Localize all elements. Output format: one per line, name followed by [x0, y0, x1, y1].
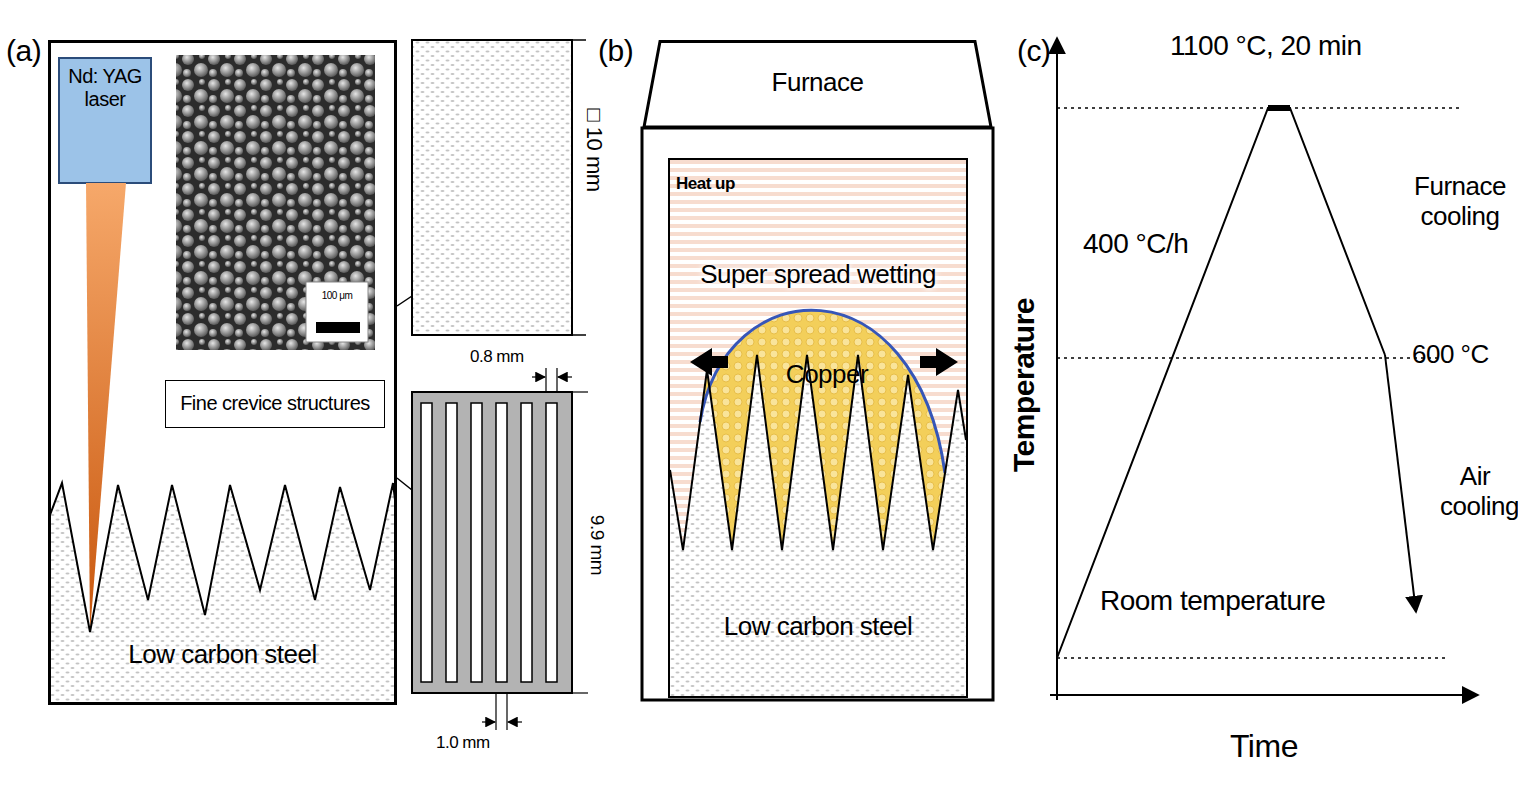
- leader-line: [397, 296, 412, 306]
- node-text: Low carbon steel: [670, 612, 966, 642]
- scale-bar: [316, 322, 360, 333]
- stage-label: Heat up: [676, 174, 796, 194]
- annotation: 1100 °C, 20 min: [1170, 30, 1362, 62]
- axis-title: Time: [1230, 728, 1298, 765]
- laser-beam: [86, 183, 126, 632]
- annotation: Air cooling: [1440, 462, 1510, 522]
- laser-box: Nd: YAG laser: [58, 57, 152, 184]
- panel-label: (a): [6, 34, 41, 69]
- temperature-profile: [1057, 108, 1385, 658]
- leader-line: [397, 478, 412, 490]
- heating-zone-box: Heat up Super spread wettingLow carbon st…: [668, 158, 968, 698]
- panel-a-background: [48, 40, 397, 705]
- panel-frame: Low carbon steel Nd: YAG laser 100 μm Fine …: [48, 40, 397, 705]
- annotation: 600 °C: [1412, 340, 1489, 370]
- holding-segment: [1268, 105, 1290, 111]
- copper-droplet: Copper: [692, 302, 962, 562]
- furnace-lid: Furnace: [642, 40, 993, 128]
- copper-surface: [700, 310, 945, 473]
- node-text: Furnace: [642, 68, 993, 98]
- node-text: Copper: [692, 360, 962, 390]
- annotation: 1.0 mm: [436, 733, 490, 753]
- slotted-specimen: [412, 392, 572, 693]
- copper-fill: [700, 310, 945, 550]
- sem-micrograph: [176, 55, 375, 350]
- furnace-body: [642, 128, 993, 700]
- annotation: 9.9 mm: [586, 515, 608, 575]
- copper-outline: [692, 302, 962, 562]
- crevice-profile: [50, 483, 395, 632]
- guide-lines: [1057, 108, 1462, 658]
- slots: [421, 403, 557, 682]
- spread-arrow: [690, 348, 728, 376]
- scale-bar-label: 100 μm: [306, 282, 368, 342]
- annotation: Room temperature: [1100, 585, 1325, 617]
- x-axis: [1050, 694, 1478, 696]
- dimension-tick: [572, 39, 586, 41]
- annotation: 400 °C/h: [1083, 228, 1188, 260]
- dimension-lines: [482, 368, 588, 730]
- panel-label: (b): [598, 34, 633, 69]
- steel-section: [50, 483, 395, 703]
- panel-label: (c): [1017, 34, 1050, 69]
- node-text: 100 μm: [306, 290, 368, 302]
- dimension-tick: [572, 334, 586, 336]
- spread-arrow: [920, 348, 958, 376]
- annotation: 0.8 mm: [470, 347, 524, 367]
- annotation: □ 10 mm: [581, 108, 606, 191]
- square-specimen: [412, 40, 572, 335]
- y-axis: [1056, 38, 1058, 700]
- node-text: Super spread wetting: [670, 260, 966, 290]
- node-text: Fine crevice structures: [166, 392, 384, 415]
- node-text: Nd: YAG laser: [60, 65, 150, 111]
- axis-title: Temperature: [1007, 298, 1042, 472]
- heating-zone: [668, 158, 968, 698]
- scale-bar-box: [306, 282, 368, 342]
- air-cooling-segment: [1385, 355, 1416, 612]
- callout-box: Fine crevice structures: [165, 380, 385, 428]
- node-text: Low carbon steel: [51, 640, 394, 670]
- annotation: Furnace cooling: [1410, 172, 1510, 232]
- crevice-profile: [670, 355, 966, 550]
